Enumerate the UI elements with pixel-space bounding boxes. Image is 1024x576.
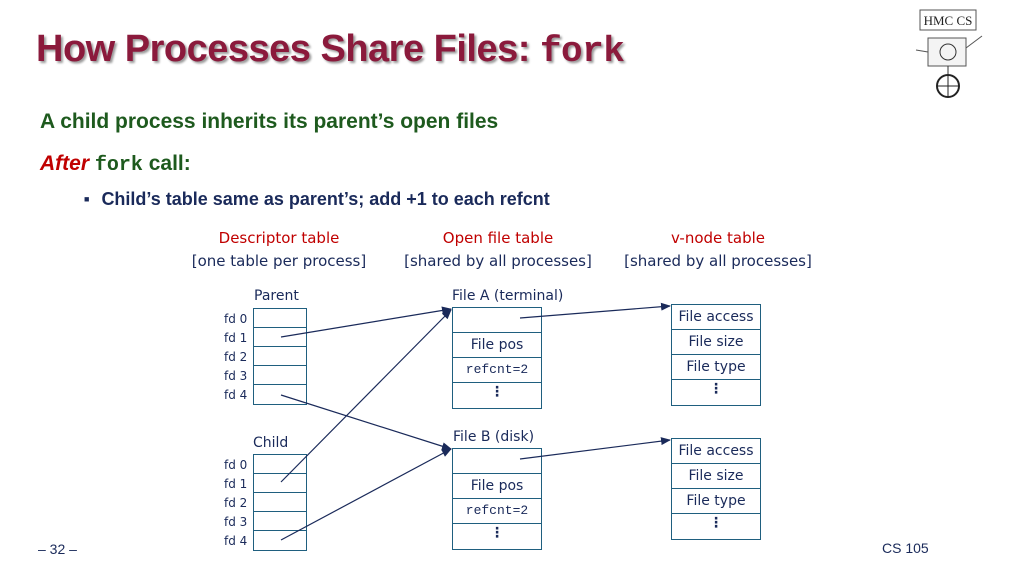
- child-fd0-cell: [254, 455, 306, 474]
- file-a-refcnt: refcnt=2: [453, 358, 541, 383]
- file-b-refcnt: refcnt=2: [453, 499, 541, 524]
- parent-fd3-cell: [254, 366, 306, 385]
- after-code: fork: [94, 154, 143, 177]
- file-b-top-cell: [453, 449, 541, 474]
- open-file-table-title: Open file table: [442, 229, 554, 247]
- child-fd0-label: fd 0: [224, 458, 248, 472]
- child-fd1-cell: [254, 474, 306, 493]
- parent-fd4-label: fd 4: [224, 388, 248, 402]
- file-a-pos: File pos: [453, 333, 541, 358]
- arrow-file-a-to-vnode-a: [519, 302, 671, 319]
- child-descriptor-table: [253, 454, 307, 551]
- parent-fd1-cell: [254, 328, 306, 347]
- child-fd2-cell: [254, 493, 306, 512]
- vnode-b-access: File access: [672, 439, 760, 464]
- file-a-open-file-entry: File pos refcnt=2 ⋮: [452, 307, 542, 409]
- file-a-top-cell: [453, 308, 541, 333]
- vnode-a-access: File access: [672, 305, 760, 330]
- parent-fd2-cell: [254, 347, 306, 366]
- vnode-b-size: File size: [672, 464, 760, 489]
- open-file-table-sub: [shared by all processes]: [404, 252, 592, 270]
- file-a-label: File A (terminal): [452, 288, 564, 304]
- arrow-child-fd4-to-file-b: [280, 448, 452, 541]
- child-fd3-cell: [254, 512, 306, 531]
- file-b-open-file-entry: File pos refcnt=2 ⋮: [452, 448, 542, 550]
- vnode-b-entry: File access File size File type ⋮: [671, 438, 761, 540]
- hmc-cs-logo: HMC CS: [906, 6, 990, 107]
- subtitle: A child process inherits its parent’s op…: [40, 110, 499, 133]
- after-fork-heading: After fork call:: [40, 152, 191, 177]
- bullet-text: Child’s table same as parent’s; add +1 t…: [101, 189, 550, 209]
- vnode-b-type: File type: [672, 489, 760, 514]
- bullet-item: ■ Child’s table same as parent’s; add +1 …: [84, 189, 550, 210]
- child-fd3-label: fd 3: [224, 515, 248, 529]
- child-fd2-label: fd 2: [224, 496, 248, 510]
- parent-descriptor-table: [253, 308, 307, 405]
- slide-title: How Processes Share Files: fork: [36, 28, 625, 72]
- vnode-table-title: v-node table: [670, 229, 766, 247]
- file-b-pos: File pos: [453, 474, 541, 499]
- file-a-more: ⋮: [490, 384, 504, 400]
- vnode-a-more: ⋮: [709, 381, 723, 397]
- parent-fd0-label: fd 0: [224, 312, 248, 326]
- vnode-table-sub: [shared by all processes]: [624, 252, 812, 270]
- vnode-a-entry: File access File size File type ⋮: [671, 304, 761, 406]
- title-text: How Processes Share Files:: [36, 28, 540, 70]
- descriptor-table-title: Descriptor table: [218, 229, 340, 247]
- file-b-more: ⋮: [490, 525, 504, 541]
- child-fd4-label: fd 4: [224, 534, 248, 548]
- arrow-file-b-to-vnode-b: [519, 437, 671, 460]
- parent-fd0-cell: [254, 309, 306, 328]
- vnode-a-type: File type: [672, 355, 760, 380]
- child-label: Child: [253, 435, 289, 451]
- arrow-child-fd1-to-file-a: [280, 309, 452, 483]
- page-number: – 32 –: [38, 541, 77, 557]
- parent-label: Parent: [254, 288, 299, 304]
- arrow-parent-fd1-to-file-a: [280, 306, 452, 338]
- after-word: After: [40, 152, 90, 175]
- child-fd1-label: fd 1: [224, 477, 248, 491]
- after-suffix: call:: [148, 152, 191, 175]
- vnode-b-more: ⋮: [709, 515, 723, 531]
- course-label: CS 105: [882, 540, 929, 556]
- bullet-square-icon: ■: [84, 194, 90, 204]
- parent-fd3-label: fd 3: [224, 369, 248, 383]
- file-b-label: File B (disk): [453, 429, 535, 445]
- parent-fd2-label: fd 2: [224, 350, 248, 364]
- descriptor-table-sub: [one table per process]: [191, 252, 367, 270]
- title-code: fork: [539, 31, 625, 72]
- arrow-parent-fd4-to-file-b: [280, 394, 452, 451]
- logo-text: HMC CS: [924, 13, 973, 28]
- vnode-a-size: File size: [672, 330, 760, 355]
- parent-fd1-label: fd 1: [224, 331, 248, 345]
